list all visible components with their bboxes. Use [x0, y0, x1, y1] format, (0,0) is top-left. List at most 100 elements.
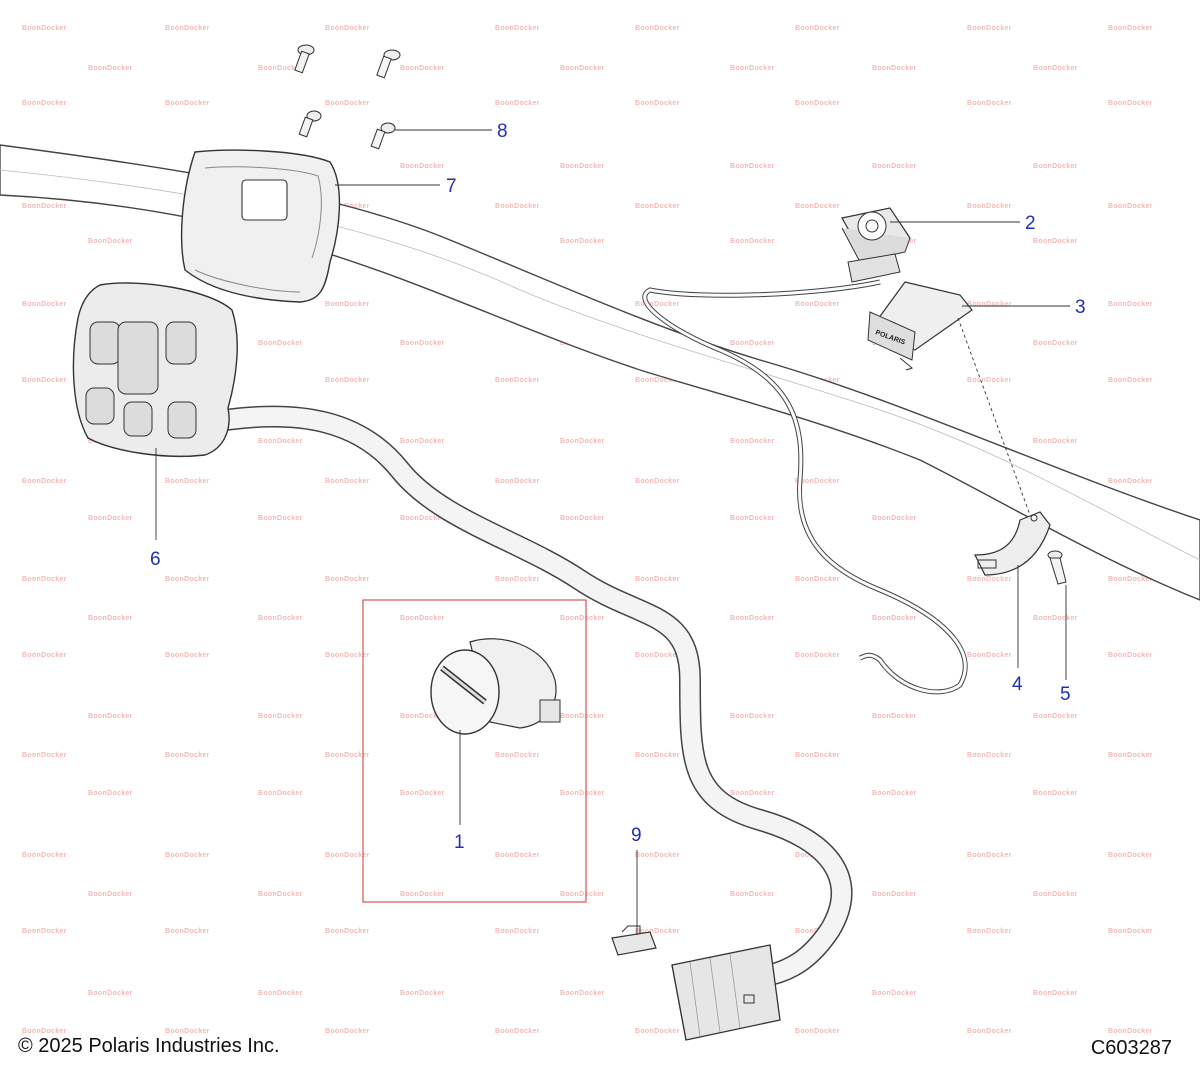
watermark-text: BoonDocker	[1033, 713, 1078, 720]
callout-8: 8	[497, 121, 508, 142]
watermark-text: BoonDocker	[400, 990, 445, 997]
watermark-text: BoonDocker	[400, 65, 445, 72]
watermark-text: BoonDocker	[560, 238, 605, 245]
watermark-text: BoonDocker	[258, 615, 303, 622]
watermark-text: BoonDocker	[967, 652, 1012, 659]
watermark-text: BoonDocker	[967, 752, 1012, 759]
callout-7: 7	[446, 176, 457, 197]
watermark-text: BoonDocker	[795, 203, 840, 210]
watermark-text: BoonDocker	[325, 852, 370, 859]
watermark-text: BoonDocker	[258, 438, 303, 445]
watermark-text: BoonDocker	[400, 891, 445, 898]
watermark-text: BoonDocker	[495, 852, 540, 859]
watermark-text: BoonDocker	[967, 1028, 1012, 1035]
watermark-text: BoonDocker	[22, 1028, 67, 1035]
watermark-text: BoonDocker	[258, 990, 303, 997]
watermark-text: BoonDocker	[1108, 576, 1153, 583]
watermark-text: BoonDocker	[22, 100, 67, 107]
watermark-text: BoonDocker	[1033, 891, 1078, 898]
watermark-text: BoonDocker	[258, 891, 303, 898]
watermark-text: BoonDocker	[325, 928, 370, 935]
watermark-text: BoonDocker	[967, 576, 1012, 583]
callout-2: 2	[1025, 213, 1036, 234]
watermark-text: BoonDocker	[22, 478, 67, 485]
watermark-text: BoonDocker	[1108, 100, 1153, 107]
watermark-text: BoonDocker	[635, 301, 680, 308]
watermark-text: BoonDocker	[165, 928, 210, 935]
watermark-text: BoonDocker	[872, 65, 917, 72]
watermark-text: BoonDocker	[495, 478, 540, 485]
push-switch	[841, 207, 911, 283]
watermark-text: BoonDocker	[22, 652, 67, 659]
watermark-text: BoonDocker	[635, 203, 680, 210]
watermark-text: BoonDocker	[635, 377, 680, 384]
watermark-text: BoonDocker	[258, 790, 303, 797]
watermark-text: BoonDocker	[795, 1028, 840, 1035]
watermark-text: BoonDocker	[795, 100, 840, 107]
watermark-text: BoonDocker	[88, 515, 133, 522]
watermark-text: BoonDocker	[165, 478, 210, 485]
watermark-text: BoonDocker	[967, 301, 1012, 308]
watermark-text: BoonDocker	[495, 203, 540, 210]
watermark-text: BoonDocker	[400, 790, 445, 797]
watermark-text: BoonDocker	[165, 1028, 210, 1035]
watermark-text: BoonDocker	[1033, 790, 1078, 797]
watermark-text: BoonDocker	[635, 752, 680, 759]
watermark-text: BoonDocker	[967, 377, 1012, 384]
watermark-text: BoonDocker	[400, 713, 445, 720]
watermark-text: BoonDocker	[495, 1028, 540, 1035]
watermark-text: BoonDocker	[872, 790, 917, 797]
watermark-text: BoonDocker	[495, 25, 540, 32]
watermark-text: BoonDocker	[730, 238, 775, 245]
callout-6: 6	[150, 549, 161, 570]
watermark-text: BoonDocker	[495, 377, 540, 384]
watermark-text: BoonDocker	[325, 25, 370, 32]
highlight-box	[362, 599, 587, 903]
watermark-text: BoonDocker	[325, 377, 370, 384]
watermark-text: BoonDocker	[22, 576, 67, 583]
watermark-text: BoonDocker	[22, 301, 67, 308]
watermark-text: BoonDocker	[165, 25, 210, 32]
watermark-text: BoonDocker	[1033, 238, 1078, 245]
watermark-text: BoonDocker	[967, 852, 1012, 859]
copyright-text: © 2025 Polaris Industries Inc.	[18, 1035, 280, 1057]
watermark-text: BoonDocker	[258, 65, 303, 72]
figure-code: C603287	[1090, 1037, 1172, 1059]
watermark-text: BoonDocker	[1108, 928, 1153, 935]
watermark-text: BoonDocker	[560, 891, 605, 898]
watermark-text: BoonDocker	[560, 515, 605, 522]
watermark-text: BoonDocker	[325, 100, 370, 107]
callout-9: 9	[631, 825, 642, 846]
watermark-text: BoonDocker	[1108, 203, 1153, 210]
watermark-text: BoonDocker	[635, 478, 680, 485]
watermark-text: BoonDocker	[325, 478, 370, 485]
watermark-text: BoonDocker	[730, 790, 775, 797]
watermark-text: BoonDocker	[730, 438, 775, 445]
watermark-text: BoonDocker	[258, 713, 303, 720]
watermark-text: BoonDocker	[1033, 990, 1078, 997]
watermark-text: BoonDocker	[635, 100, 680, 107]
watermark-text: BoonDocker	[560, 790, 605, 797]
switch-wire	[642, 279, 968, 695]
watermark-text: BoonDocker	[400, 515, 445, 522]
watermark-text: BoonDocker	[967, 25, 1012, 32]
watermark-text: BoonDocker	[88, 238, 133, 245]
watermark-text: BoonDocker	[88, 790, 133, 797]
watermark-text: BoonDocker	[795, 25, 840, 32]
watermark-text: BoonDocker	[325, 301, 370, 308]
watermark-text: BoonDocker	[165, 100, 210, 107]
watermark-text: BoonDocker	[560, 713, 605, 720]
ignition-plug	[430, 638, 561, 735]
watermark-text: BoonDocker	[400, 615, 445, 622]
watermark-text: BoonDocker	[1108, 478, 1153, 485]
watermark-text: BoonDocker	[258, 340, 303, 347]
watermark-text: BoonDocker	[22, 928, 67, 935]
watermark-text: BoonDocker	[165, 576, 210, 583]
watermark-text: BoonDocker	[967, 203, 1012, 210]
watermark-text: BoonDocker	[165, 652, 210, 659]
watermark-text: BoonDocker	[325, 1028, 370, 1035]
watermark-text: BoonDocker	[1033, 615, 1078, 622]
watermark-text: BoonDocker	[165, 752, 210, 759]
watermark-text: BoonDocker	[22, 752, 67, 759]
watermark-text: BoonDocker	[635, 1028, 680, 1035]
